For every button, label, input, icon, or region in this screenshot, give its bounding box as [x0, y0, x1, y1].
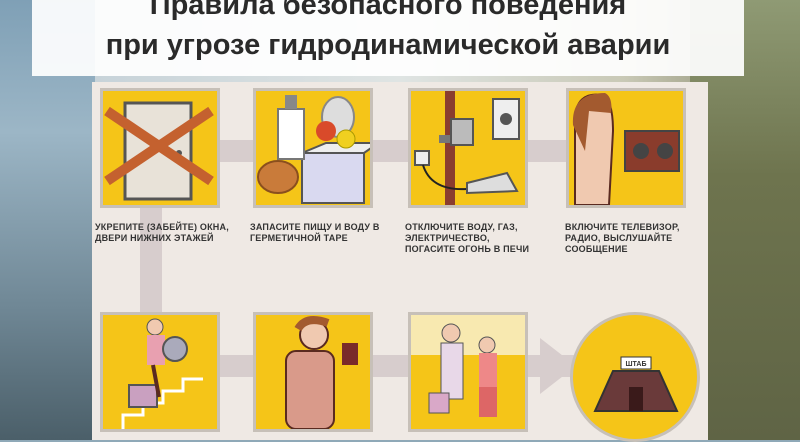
step-panel-2 — [253, 88, 373, 208]
person-climbing-stairs-icon — [121, 318, 203, 429]
step-caption-4: ВКЛЮЧИТЕ ТЕЛЕВИЗОР, РАДИО, ВЫСЛУШАЙТЕ СО… — [565, 222, 680, 254]
title-line-2: при угрозе гидродинамической аварии — [105, 29, 671, 61]
radio-listen-icon — [572, 93, 680, 205]
food-supplies-icon — [257, 95, 370, 204]
step-caption-1: УКРЕПИТЕ (ЗАБЕЙТЕ) ОКНА, ДВЕРИ НИЖНИХ ЭТ… — [95, 222, 229, 243]
shelter-circle: ШТАБ — [570, 312, 700, 442]
connector-left-vertical — [140, 200, 162, 320]
step-panel-6 — [253, 312, 373, 432]
title-backdrop — [32, 0, 744, 76]
boarded-door-icon — [104, 101, 214, 201]
title-line-1: Правила безопасного поведения — [149, 0, 627, 21]
step-caption-2: ЗАПАСИТЕ ПИЩУ И ВОДУ В ГЕРМЕТИЧНОЙ ТАРЕ — [250, 222, 380, 243]
shelter-tent-icon: ШТАБ — [593, 356, 679, 412]
step-caption-3: ОТКЛЮЧИТЕ ВОДУ, ГАЗ, ЭЛЕКТРИЧЕСТВО, ПОГА… — [405, 222, 530, 254]
step-panel-3 — [408, 88, 528, 208]
page-title: Правила безопасного поведения при угрозе… — [32, 0, 744, 63]
step-panel-4 — [566, 88, 686, 208]
step-panel-5 — [100, 312, 220, 432]
arrow-to-shelter-icon — [540, 338, 576, 394]
step-panel-7 — [408, 312, 528, 432]
utilities-off-icon — [414, 91, 520, 205]
family-evacuating-icon — [411, 315, 525, 417]
step-panel-1 — [100, 88, 220, 208]
shelter-sign: ШТАБ — [626, 361, 647, 368]
person-with-documents-icon — [285, 316, 358, 429]
